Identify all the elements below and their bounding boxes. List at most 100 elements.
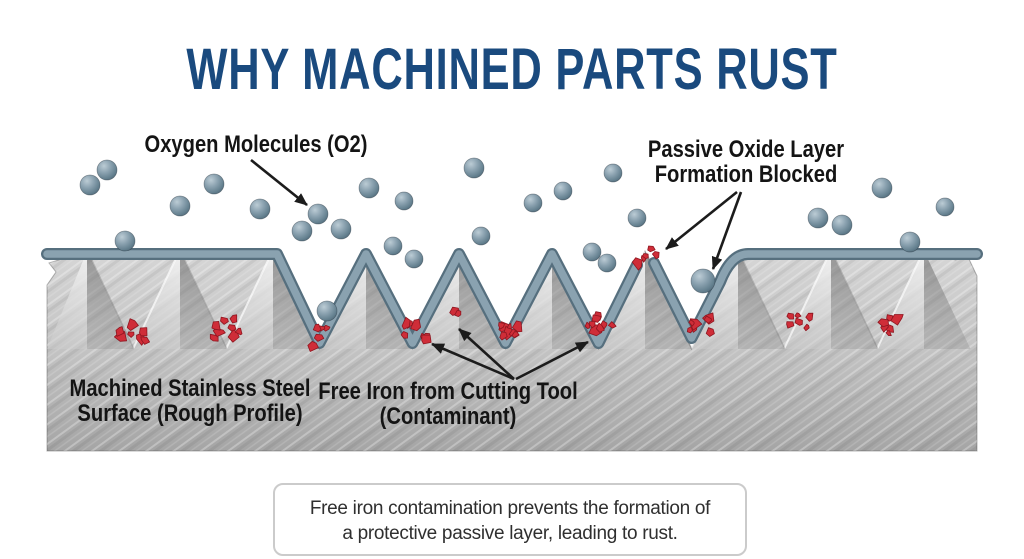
iron-particle: [410, 318, 422, 332]
iron-particle: [652, 251, 660, 260]
iron-particle: [511, 331, 520, 339]
oxygen-molecule-sphere: [471, 226, 491, 246]
iron-particle: [401, 316, 411, 330]
oxygen-molecule-sphere: [404, 249, 424, 269]
iron-particle: [498, 322, 506, 330]
annotation-arrows: [250, 158, 743, 381]
iron-particle: [805, 312, 814, 322]
oxygen-molecule-sphere: [871, 177, 893, 199]
annotation-arrow: [665, 190, 738, 251]
oxygen-molecule-sphere: [463, 157, 485, 179]
label-passive-line1: Passive Oxide Layer: [647, 136, 845, 163]
oxygen-molecule-sphere: [899, 231, 921, 253]
annotation-arrow: [250, 158, 308, 207]
page-title: WHY MACHINED PARTS RUST: [186, 37, 838, 102]
caption-box: Free iron contamination prevents the for…: [273, 483, 747, 556]
oxygen-molecule-sphere: [291, 220, 313, 242]
free-iron-particles: [114, 245, 904, 352]
label-oxygen-molecules: Oxygen Molecules (O2): [145, 132, 368, 157]
annotation-arrow: [515, 340, 589, 381]
iron-particle: [127, 331, 135, 338]
label-oxygen-text: Oxygen Molecules (O2): [144, 131, 368, 158]
iron-particle: [400, 331, 409, 339]
iron-particle: [312, 323, 322, 333]
oxygen-molecule-sphere: [935, 197, 955, 217]
groove-shadow-edge: [87, 252, 135, 349]
label-surface-line1: Machined Stainless Steel: [69, 375, 311, 402]
iron-particle: [211, 320, 221, 331]
iron-particle: [115, 326, 125, 337]
oxygen-molecules: [79, 157, 955, 322]
iron-particle: [591, 314, 602, 323]
label-machined-surface: Machined Stainless Steel Surface (Rough …: [70, 376, 311, 426]
groove-shadow-edge: [738, 252, 786, 349]
label-free-iron-line2: (Contaminant): [379, 403, 517, 430]
iron-particle: [307, 340, 319, 352]
oxygen-molecule-sphere: [553, 181, 573, 201]
iron-particle: [688, 319, 695, 327]
oxygen-molecule-sphere: [831, 214, 853, 236]
iron-particle: [595, 322, 605, 333]
iron-particle: [139, 327, 148, 337]
oxygen-molecule-sphere: [114, 230, 136, 252]
oxygen-molecule-sphere: [358, 177, 380, 199]
label-passive-line2: Formation Blocked: [654, 161, 838, 188]
oxygen-molecule-sphere: [690, 268, 716, 294]
oxygen-molecule-sphere: [627, 208, 647, 228]
passive-layer-fill: [650, 250, 981, 342]
label-free-iron-line1: Free Iron from Cutting Tool: [318, 378, 578, 405]
iron-particle: [786, 321, 795, 329]
oxygen-molecule-sphere: [383, 236, 403, 256]
iron-particle: [600, 320, 608, 330]
oxygen-molecule-sphere: [597, 253, 617, 273]
caption-line2: a protective passive layer, leading to r…: [342, 523, 678, 544]
oxygen-molecule-sphere: [79, 174, 101, 196]
oxygen-molecule-sphere: [330, 218, 352, 240]
tooth-right-face: [831, 251, 878, 349]
iron-particle: [705, 327, 715, 337]
iron-particle: [506, 323, 512, 330]
oxygen-molecule-sphere: [523, 193, 543, 213]
iron-particle: [686, 326, 693, 334]
iron-particle: [126, 318, 139, 331]
iron-particle: [703, 315, 712, 324]
iron-particle: [454, 309, 462, 318]
oxygen-molecule-sphere: [807, 207, 829, 229]
iron-particle: [608, 321, 617, 329]
groove-shadow-edge: [831, 252, 879, 349]
iron-particle: [499, 331, 508, 341]
iron-particle: [647, 245, 656, 253]
oxygen-molecule-sphere: [394, 191, 414, 211]
iron-particle: [642, 253, 649, 260]
label-free-iron: Free Iron from Cutting Tool (Contaminant…: [318, 379, 577, 429]
passive-layer-fill: [43, 250, 641, 347]
iron-particle: [234, 327, 243, 336]
iron-particle: [140, 336, 151, 345]
iron-particle: [114, 331, 127, 342]
label-surface-line2: Surface (Rough Profile): [77, 400, 303, 427]
oxygen-molecule-sphere: [582, 242, 602, 262]
groove-highlight-edge: [876, 252, 924, 349]
iron-particle: [877, 318, 889, 328]
oxygen-molecule-sphere: [307, 203, 329, 225]
tooth-right-face: [738, 251, 785, 349]
tooth-left-face: [47, 251, 87, 349]
iron-particle: [588, 320, 596, 329]
oxygen-molecule-sphere: [169, 195, 191, 217]
iron-particle: [786, 312, 794, 320]
iron-particle: [229, 314, 238, 324]
iron-particle: [220, 316, 229, 325]
oxygen-molecule-sphere: [203, 173, 225, 195]
passive-oxide-layer: [41, 248, 983, 349]
iron-particle: [227, 324, 237, 332]
annotation-arrow: [458, 328, 515, 380]
iron-particle: [794, 312, 802, 319]
oxygen-molecule-sphere: [316, 300, 338, 322]
tooth-right-face: [87, 251, 134, 349]
iron-particle: [885, 330, 892, 337]
iron-particle: [803, 323, 810, 332]
iron-particle: [794, 317, 803, 326]
oxygen-molecule-sphere: [249, 198, 271, 220]
